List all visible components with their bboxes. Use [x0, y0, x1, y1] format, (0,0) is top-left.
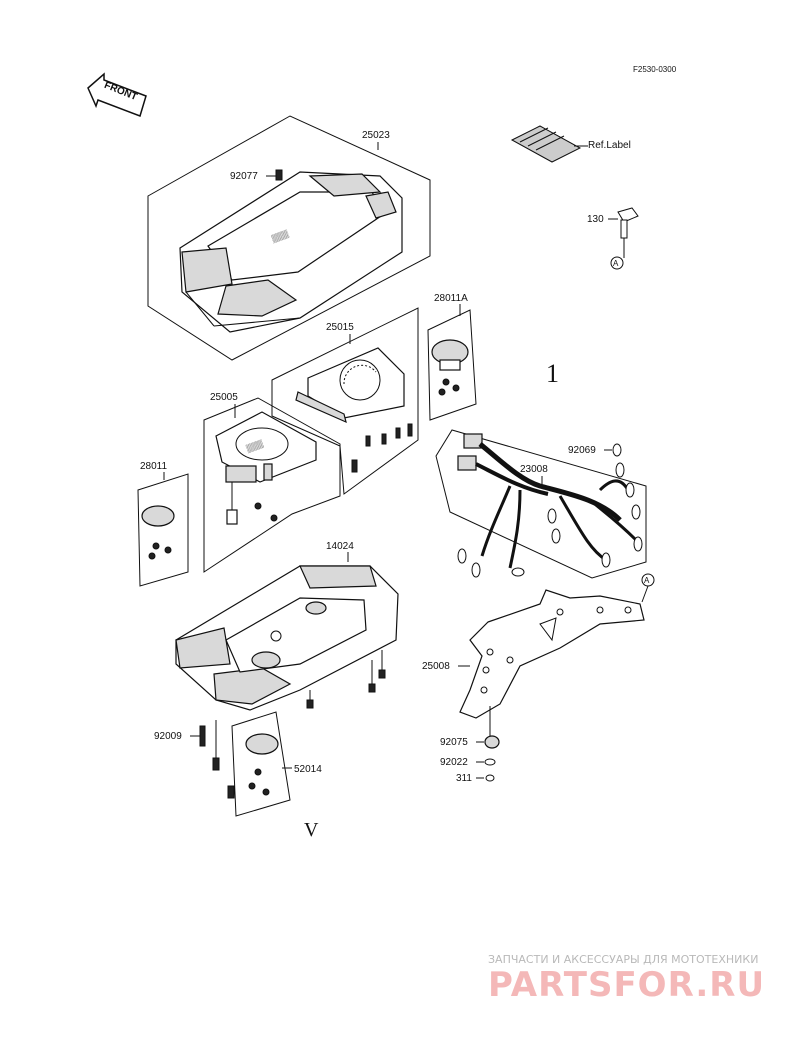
damper-set-group: 52014	[231, 711, 322, 817]
label-25008: 25008	[422, 661, 450, 672]
label-92069: 92069	[568, 445, 596, 456]
bolt-130: 130 A	[587, 207, 639, 270]
label-25015: 25015	[326, 322, 354, 333]
watermark-tagline: ЗАПЧАСТИ И АКСЕССУАРЫ ДЛЯ МОТОТЕХНИКИ	[488, 953, 758, 966]
grommet-92069	[612, 443, 622, 457]
figure-code: F2530-0300	[633, 65, 677, 74]
harness-group: 92069 23008	[435, 429, 647, 579]
socket-28011	[141, 505, 175, 527]
label-28011A: 28011A	[434, 293, 468, 304]
screw-92077	[275, 169, 283, 181]
label-92022: 92022	[440, 757, 468, 768]
watermark-brand: PARTSFOR.RU	[488, 965, 765, 1005]
label-52014: 52014	[294, 764, 322, 775]
label-25005: 25005	[210, 392, 238, 403]
wire-harness	[457, 433, 643, 578]
meter-left-group: 25005 ▒▒▒	[203, 392, 341, 573]
label-28011: 28011	[140, 461, 168, 472]
damper-52014	[245, 733, 279, 755]
meter-right-screws	[351, 423, 413, 473]
fastener-stack: 92075 92022 311	[440, 706, 500, 784]
marker-a-bottom: A	[644, 576, 650, 585]
ref-label-card: Ref.Label	[510, 125, 631, 163]
label-311: 311	[456, 773, 472, 784]
bracket-group: A 25008	[422, 573, 655, 719]
page-mark-v: V	[304, 819, 319, 841]
damper-92075	[484, 735, 500, 749]
socket-left-group: 28011	[137, 461, 189, 587]
washer-92022	[484, 758, 496, 766]
label-14024: 14024	[326, 541, 354, 552]
socket-right-group: 28011A	[427, 293, 477, 421]
upper-cover-group: 25023 ▒▒▒ 92077	[147, 115, 431, 361]
upper-meter-cover: ▒▒▒	[179, 171, 403, 333]
lower-case-group: 14024	[175, 541, 399, 711]
nut-311	[485, 774, 495, 782]
ref-label-text: Ref.Label	[588, 140, 631, 151]
watermark: ЗАПЧАСТИ И АКСЕССУАРЫ ДЛЯ МОТОТЕХНИКИ PA…	[488, 953, 765, 1005]
label-25023: 25023	[362, 130, 390, 141]
marker-a-top: A	[613, 259, 619, 268]
label-92009: 92009	[154, 731, 182, 742]
meter-right-group: 25015	[271, 307, 419, 495]
front-arrow: FRONT	[87, 72, 147, 117]
label-23008: 23008	[520, 464, 548, 475]
screw-92009-group: 92009	[154, 720, 235, 799]
label-130: 130	[587, 214, 604, 225]
meter-bracket	[459, 589, 645, 719]
label-92077: 92077	[230, 171, 258, 182]
label-92075: 92075	[440, 737, 468, 748]
case-screws	[306, 650, 386, 709]
page-mark-1: 1	[546, 359, 559, 388]
